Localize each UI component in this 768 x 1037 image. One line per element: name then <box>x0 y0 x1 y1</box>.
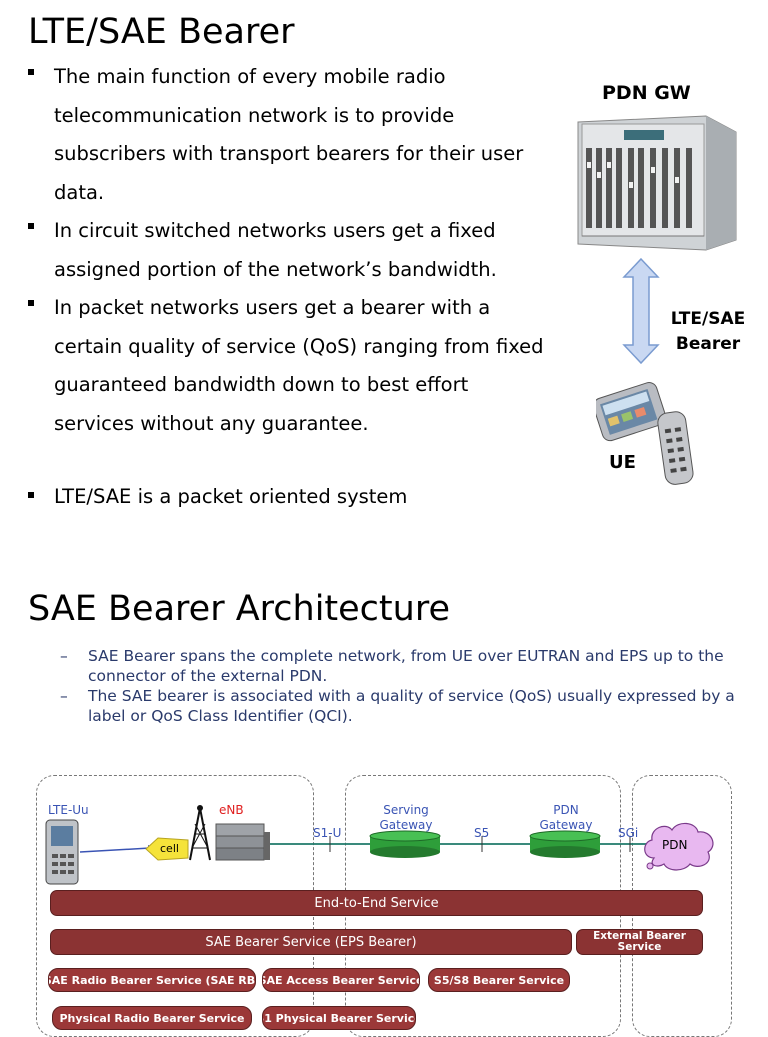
serving-gateway-label: Serving Gateway <box>372 803 440 833</box>
slide-title-architecture: SAE Bearer Architecture <box>28 589 450 629</box>
double-arrow-icon <box>622 257 660 365</box>
server-rack-image <box>574 112 742 252</box>
bullet-item-packet: LTE/SAE is a packet oriented system <box>28 478 407 516</box>
s5-label: S5 <box>474 826 489 840</box>
s1-physical-bearer-bar: S1 Physical Bearer Service <box>262 1006 416 1030</box>
pdn-gw-label: PDN GW <box>602 82 691 104</box>
pdn-gateway-icon <box>528 830 602 860</box>
architecture-points: – SAE Bearer spans the complete network,… <box>60 646 750 726</box>
slide-title: LTE/SAE Bearer <box>28 12 295 52</box>
sae-radio-bearer-bar: SAE Radio Bearer Service (SAE RB) <box>48 968 256 992</box>
point-item: –The SAE bearer is associated with a qua… <box>60 686 750 726</box>
bullet-list: The main function of every mobile radio … <box>28 58 548 443</box>
end-to-end-service-bar: End-to-End Service <box>50 890 703 916</box>
physical-radio-bearer-bar: Physical Radio Bearer Service <box>52 1006 252 1030</box>
ue-phone-icon <box>44 818 82 888</box>
serving-gateway-icon <box>368 830 442 860</box>
lte-uu-label: LTE-Uu <box>48 803 89 817</box>
enb-label: eNB <box>219 803 244 817</box>
sgi-label: SGi <box>618 826 638 840</box>
sae-access-bearer-bar: SAE Access Bearer Service <box>262 968 420 992</box>
point-item: – SAE Bearer spans the complete network,… <box>60 646 750 686</box>
s1u-label: S1-U <box>313 826 341 840</box>
bullet-item: In circuit switched networks users get a… <box>28 212 548 289</box>
bullet-item: In packet networks users get a bearer wi… <box>28 289 548 443</box>
lte-sae-bearer-label: LTE/SAE Bearer <box>662 307 754 357</box>
antenna-tower-icon <box>186 804 214 862</box>
pdn-label: PDN <box>662 838 687 852</box>
mobile-phone-image <box>596 372 706 492</box>
cell-label: cell <box>160 842 179 855</box>
ue-label: UE <box>609 452 636 473</box>
enb-server-icon <box>212 820 272 864</box>
sae-bearer-service-bar: SAE Bearer Service (EPS Bearer) <box>50 929 572 955</box>
bullet-item: The main function of every mobile radio … <box>28 58 548 212</box>
external-bearer-service-bar: External Bearer Service <box>576 929 703 955</box>
s5s8-bearer-bar: S5/S8 Bearer Service <box>428 968 570 992</box>
pdn-gateway-label: PDN Gateway <box>532 803 600 833</box>
